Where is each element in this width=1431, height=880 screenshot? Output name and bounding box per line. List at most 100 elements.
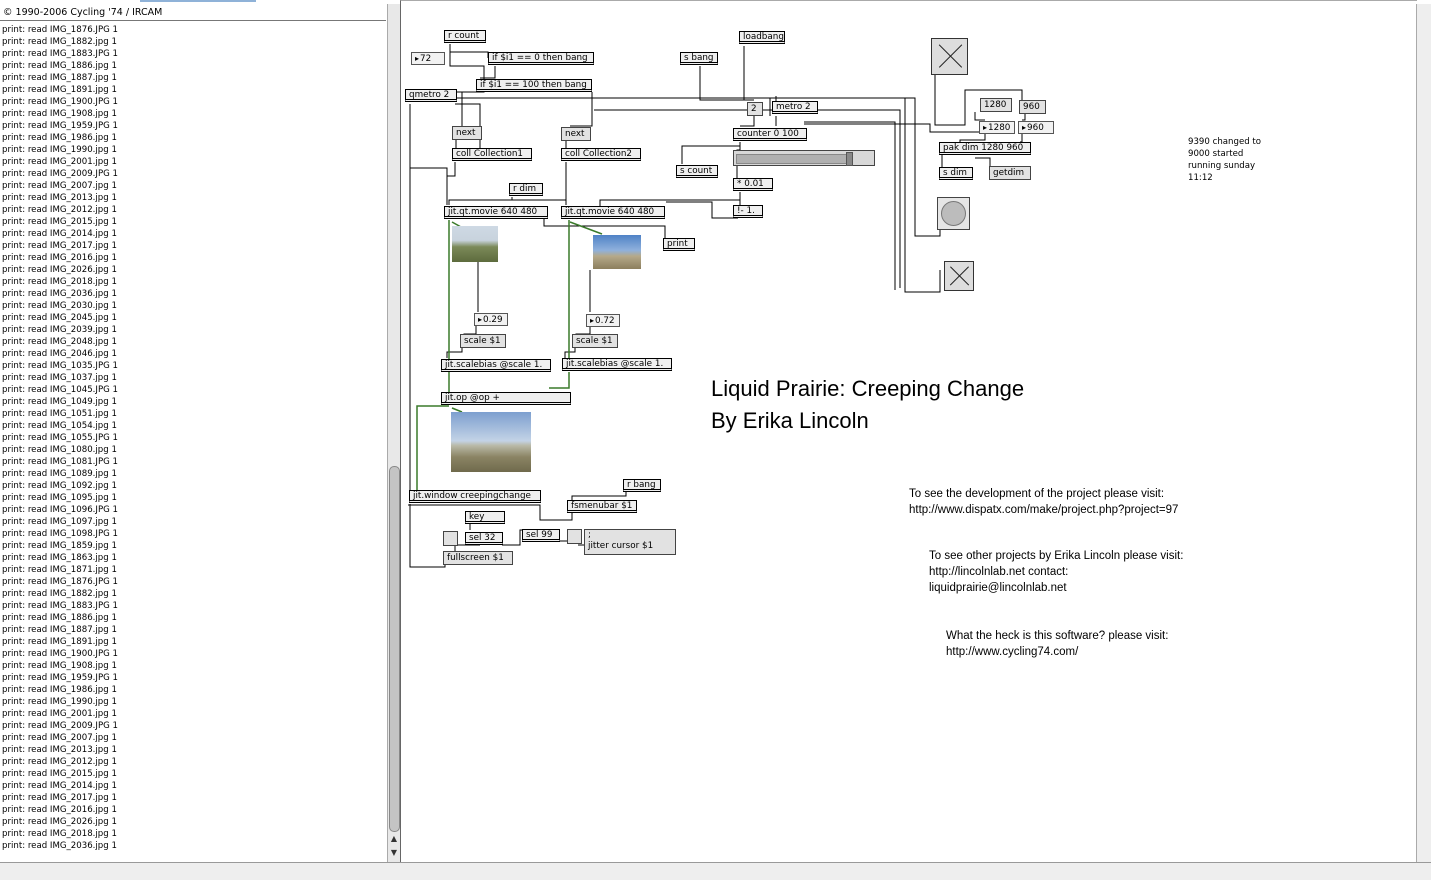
jit-scalebias-2-object[interactable]: jit.scalebias @scale 1. [562, 358, 672, 371]
other-projects-comment: To see other projects by Erika Lincoln p… [929, 548, 1183, 596]
print-object[interactable]: print [663, 238, 695, 251]
s-dim-object[interactable]: s dim [939, 167, 973, 180]
console-scroll-thumb[interactable] [389, 466, 400, 832]
console-line: print: read IMG_1876.JPG 1 [2, 577, 118, 587]
message-960[interactable]: 960 [1019, 100, 1046, 114]
number-box-72[interactable]: 72 [411, 52, 445, 65]
console-line: print: read IMG_2046.jpg 1 [2, 349, 117, 359]
key-object[interactable]: key [465, 511, 505, 524]
console-line: print: read IMG_1095.jpg 1 [2, 493, 117, 503]
horizontal-slider[interactable] [733, 150, 875, 166]
slider-knob[interactable] [846, 152, 853, 166]
next-message-1[interactable]: next [452, 126, 482, 140]
console-line: print: read IMG_1882.jpg 1 [2, 589, 117, 599]
patcher-canvas[interactable] [400, 0, 1417, 863]
metro-2-object[interactable]: metro 2 [772, 101, 818, 114]
console-line: print: read IMG_1887.jpg 1 [2, 625, 117, 635]
software-text: What the heck is this software? please v… [946, 630, 1169, 642]
message-semicolon: ; [588, 530, 591, 540]
loadbang-object[interactable]: loadbang [739, 31, 785, 44]
console-line: print: read IMG_1051.jpg 1 [2, 409, 117, 419]
message-1280[interactable]: 1280 [980, 98, 1012, 112]
next-message-2[interactable]: next [561, 127, 591, 141]
console-line: print: read IMG_1883.JPG 1 [2, 49, 118, 59]
if-hundred-object[interactable]: if $i1 == 100 then bang [476, 79, 592, 92]
number-box-960[interactable]: 960 [1018, 121, 1054, 134]
console-copyright: © 1990-2006 Cycling '74 / IRCAM [0, 4, 386, 21]
console-line: print: read IMG_1891.jpg 1 [2, 637, 117, 647]
coll-collection2-object[interactable]: coll Collection2 [561, 148, 641, 161]
max-console-window: © 1990-2006 Cycling '74 / IRCAM print: r… [0, 0, 401, 879]
console-line: print: read IMG_2016.jpg 1 [2, 253, 117, 263]
console-line: print: read IMG_1891.jpg 1 [2, 85, 117, 95]
fullscreen-message[interactable]: fullscreen $1 [443, 551, 513, 565]
console-line: print: read IMG_1092.jpg 1 [2, 481, 117, 491]
scroll-up-arrow-icon[interactable]: ▲ [390, 834, 398, 843]
console-line: print: read IMG_2017.jpg 1 [2, 241, 117, 251]
jitter-cursor-message[interactable]: ; jitter cursor $1 [584, 529, 676, 555]
console-line: print: read IMG_2017.jpg 1 [2, 793, 117, 803]
number-box-1280[interactable]: 1280 [979, 121, 1015, 134]
console-line: print: read IMG_2048.jpg 1 [2, 337, 117, 347]
note-line-4: 11:12 [1188, 173, 1213, 183]
r-count-object[interactable]: r count [444, 30, 486, 43]
number-box-0-72[interactable]: 0.72 [586, 314, 620, 327]
console-line: print: read IMG_1886.jpg 1 [2, 61, 117, 71]
counter-object[interactable]: counter 0 100 [733, 128, 807, 141]
console-scrollbar[interactable]: ▲ ▼ [387, 4, 400, 862]
console-line: print: read IMG_1990.jpg 1 [2, 697, 117, 707]
console-line: print: read IMG_1986.jpg 1 [2, 685, 117, 695]
pak-dim-object[interactable]: pak dim 1280 960 [939, 142, 1031, 155]
if-zero-object[interactable]: if $i1 == 0 then bang [488, 52, 594, 65]
console-line: print: read IMG_2013.jpg 1 [2, 745, 117, 755]
toggle-large-1[interactable] [931, 38, 968, 75]
console-line: print: read IMG_1097.jpg 1 [2, 517, 117, 527]
toggle-large-2[interactable] [944, 261, 974, 291]
jit-op-object[interactable]: jit.op @op + [441, 392, 571, 405]
console-line: print: read IMG_1900.JPG 1 [2, 97, 118, 107]
scroll-down-arrow-icon[interactable]: ▼ [390, 848, 398, 857]
s-count-object[interactable]: s count [676, 165, 718, 178]
jit-qt-movie-2-object[interactable]: jit.qt.movie 640 480 [561, 206, 665, 219]
console-line: print: read IMG_2018.jpg 1 [2, 829, 117, 839]
scale-message-1[interactable]: scale $1 [460, 334, 506, 348]
console-line: print: read IMG_2036.jpg 1 [2, 289, 117, 299]
console-line: print: read IMG_1959.JPG 1 [2, 121, 118, 131]
message-2[interactable]: 2 [747, 102, 763, 116]
jit-scalebias-1-object[interactable]: jit.scalebias @scale 1. [441, 359, 551, 372]
console-line: print: read IMG_2036.jpg 1 [2, 841, 117, 851]
r-dim-object[interactable]: r dim [509, 183, 543, 196]
multiply-object[interactable]: * 0.01 [733, 178, 773, 191]
jit-window-object[interactable]: jit.window creepingchange [409, 490, 541, 503]
console-line: print: read IMG_2016.jpg 1 [2, 805, 117, 815]
console-line: print: read IMG_2001.jpg 1 [2, 157, 117, 167]
coll-collection1-object[interactable]: coll Collection1 [452, 148, 532, 161]
movie-2-preview-image [593, 235, 641, 269]
fullscreen-toggle[interactable] [443, 531, 458, 546]
sel-32-object[interactable]: sel 32 [465, 532, 503, 545]
scale-message-2[interactable]: scale $1 [572, 334, 618, 348]
reverse-subtract-object[interactable]: !- 1. [733, 205, 763, 218]
sel-99-object[interactable]: sel 99 [522, 529, 560, 542]
console-line: print: read IMG_2007.jpg 1 [2, 181, 117, 191]
cursor-toggle[interactable] [567, 529, 582, 544]
r-bang-object[interactable]: r bang [623, 479, 661, 492]
console-line: print: read IMG_2001.jpg 1 [2, 709, 117, 719]
console-line: print: read IMG_1859.jpg 1 [2, 541, 117, 551]
jit-op-output-preview-image [451, 412, 531, 472]
getdim-message[interactable]: getdim [989, 166, 1031, 180]
jit-qt-movie-1-object[interactable]: jit.qt.movie 640 480 [444, 206, 548, 219]
other-projects-text: To see other projects by Erika Lincoln p… [929, 550, 1184, 562]
software-comment: What the heck is this software? please v… [946, 628, 1168, 660]
fsmenubar-object[interactable]: fsmenubar $1 [567, 500, 637, 513]
qmetro-object[interactable]: qmetro 2 [405, 89, 457, 102]
patcher-scrollbar[interactable] [1416, 4, 1431, 862]
slider-fill [736, 154, 850, 164]
bang-button[interactable] [937, 197, 970, 230]
number-box-0-29[interactable]: 0.29 [474, 313, 508, 326]
console-line: print: read IMG_2018.jpg 1 [2, 277, 117, 287]
movie-1-preview-image [452, 226, 498, 262]
console-tab-highlight [140, 0, 256, 2]
s-bang-object[interactable]: s bang [680, 52, 718, 65]
